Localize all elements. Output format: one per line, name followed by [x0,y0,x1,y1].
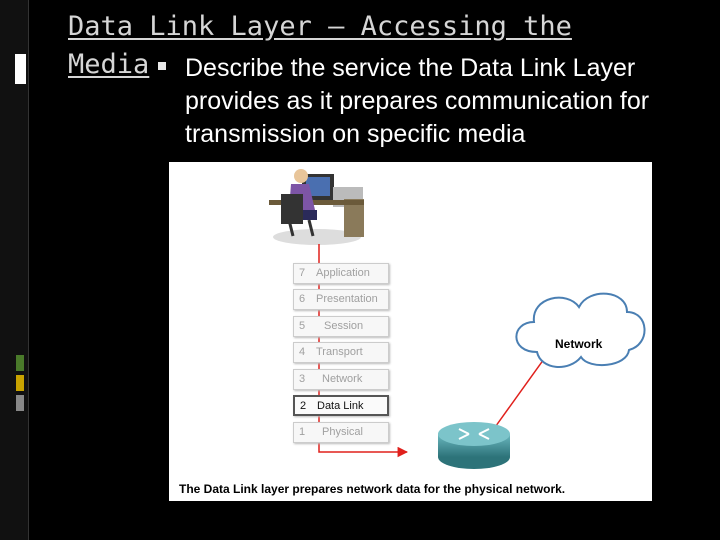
bullet-text: Describe the service the Data Link Layer… [185,54,650,148]
network-cloud-icon [515,292,646,369]
user-workstation-icon [269,169,364,245]
data-flow-arrows [318,244,550,458]
osi-layer-6: 6 Presentation [293,289,389,310]
osi-layer-5: 5 Session [293,316,389,337]
osi-layer-7: 7 Application [293,263,389,284]
accent-bar-yellow [16,375,24,391]
osi-layer-2-data-link: 2 Data Link [293,395,389,416]
figure-graphics [269,169,646,469]
figure-caption: The Data Link layer prepares network dat… [179,482,566,496]
network-label: Network [555,337,603,351]
osi-layer-4: 4 Transport [293,342,389,363]
data-link-figure: 7 Application 6 Presentation 5 Session 4… [169,162,652,501]
osi-layer-1: 1 Physical [293,422,389,443]
osi-layer-3: 3 Network [293,369,389,390]
accent-bar-gray [16,395,24,411]
slide-title: Data Link Layer – Accessing the Media [68,11,572,80]
accent-block [15,54,26,84]
accent-bar-green [16,355,24,371]
left-decorative-strip [0,0,29,540]
router-icon [438,422,510,469]
square-bullet-icon [158,62,166,70]
